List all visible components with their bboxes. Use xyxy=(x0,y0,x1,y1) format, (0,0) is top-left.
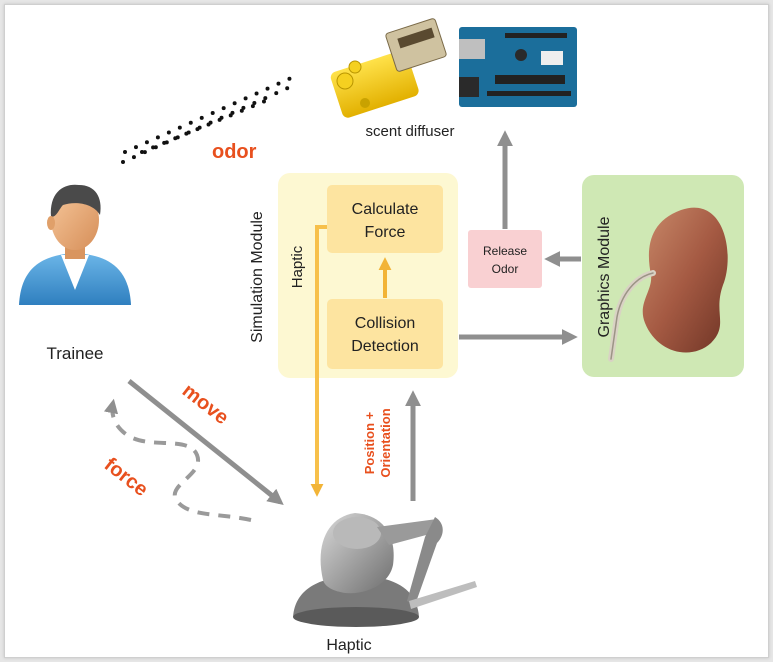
odor-dots xyxy=(121,73,300,164)
odor-label: odor xyxy=(212,141,257,163)
calculate-force-box xyxy=(327,185,443,253)
force-label: force xyxy=(100,454,152,501)
calculate-force-line2: Force xyxy=(365,224,406,241)
trainee-label: Trainee xyxy=(46,344,103,363)
collision-detection-line2: Detection xyxy=(351,338,419,355)
collision-detection-line1: Collision xyxy=(355,315,415,332)
diagram-frame: scent diffuser odor Trainee move force S… xyxy=(4,4,769,658)
system-diagram: scent diffuser odor Trainee move force S… xyxy=(19,18,744,654)
haptic-device-icon xyxy=(293,513,477,627)
arduino-board-icon xyxy=(459,27,577,107)
collision-detection-box xyxy=(327,299,443,369)
release-odor-box xyxy=(468,230,542,288)
scent-diffuser-label: scent diffuser xyxy=(366,123,455,140)
force-arrow xyxy=(103,398,252,522)
position-label-line1: Position + xyxy=(362,411,377,474)
simulation-haptic-label: Haptic xyxy=(289,245,306,288)
release-odor-line2: Odor xyxy=(492,262,519,276)
graphics-module-title: Graphics Module xyxy=(596,216,613,337)
simulation-module-title: Simulation Module xyxy=(249,211,266,343)
calculate-force-line1: Calculate xyxy=(352,201,419,218)
release-odor-line1: Release xyxy=(483,244,527,258)
move-arrow xyxy=(127,379,284,506)
kidney-model-icon xyxy=(608,207,728,362)
position-label-line2: Orientation xyxy=(378,408,393,477)
trainee-avatar-icon xyxy=(19,184,131,305)
force-feedback-arrow xyxy=(310,225,327,497)
scent-diffuser-device-icon xyxy=(330,18,447,118)
haptic-device-label: Haptic xyxy=(326,637,371,654)
move-label: move xyxy=(178,380,233,430)
